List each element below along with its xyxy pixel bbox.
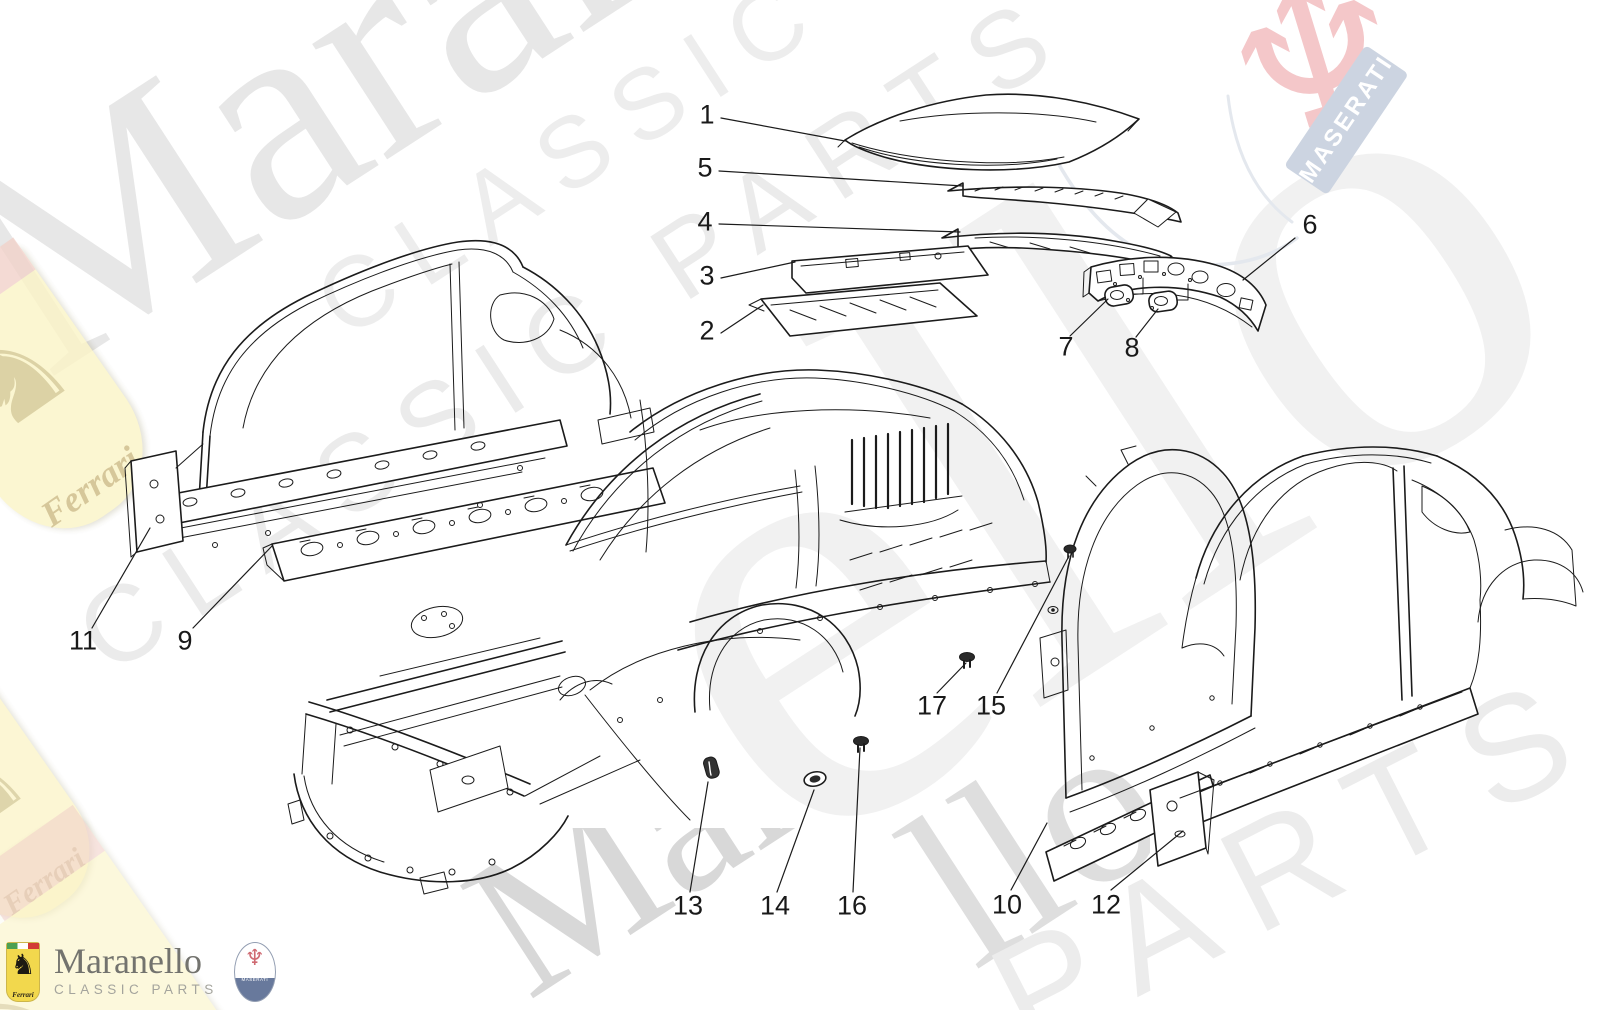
part-callout-1: 1 (699, 99, 715, 130)
maserati-oval-logo: ♆ MASERATI (233, 942, 276, 1002)
part-16-bolt (853, 736, 869, 753)
prancing-horse-icon: ♞ (10, 949, 36, 980)
part-callout-2: 2 (699, 315, 715, 346)
maserati-wordmark: MASERATI (241, 977, 269, 982)
part-15-bolt (1063, 544, 1077, 559)
part-callout-8: 8 (1124, 332, 1140, 363)
part-callout-6: 6 (1302, 209, 1318, 240)
part-callout-9: 9 (177, 625, 193, 656)
roof-and-trim-group (748, 93, 1267, 337)
ferrari-shield-logo: ♞ Ferrari (6, 942, 40, 1002)
part-14-grommet (803, 770, 827, 788)
trident-icon: ♆ (244, 946, 265, 971)
ferrari-wordmark: Ferrari (12, 991, 34, 999)
part-5-roof-rail (947, 182, 1182, 228)
part-13-plug (703, 756, 720, 779)
left-bodyside-assembly (124, 239, 666, 582)
fasteners (703, 544, 1077, 788)
part-callout-10: 10 (991, 889, 1023, 920)
part-7-gasket (1104, 284, 1135, 307)
brand-wordmark: Maranello (54, 941, 202, 981)
leader-lines (91, 117, 1296, 893)
part-callout-16: 16 (836, 890, 868, 921)
part-callout-5: 5 (697, 152, 713, 183)
part-2-trim-panel (748, 282, 978, 337)
part-callout-17: 17 (916, 690, 948, 721)
logo-text-block: Maranello CLASSIC PARTS (54, 942, 218, 997)
part-callout-7: 7 (1058, 331, 1074, 362)
brand-tagline: CLASSIC PARTS (54, 982, 218, 997)
part-callout-11: 11 (68, 625, 98, 656)
part-callout-12: 12 (1090, 889, 1122, 920)
part-17-bolt (959, 652, 975, 669)
central-bodyshell (287, 369, 1051, 895)
part-3-trim-panel (791, 245, 989, 294)
part-callout-15: 15 (975, 690, 1007, 721)
part-1-roof-panel (837, 93, 1140, 171)
part-callout-3: 3 (699, 260, 715, 291)
part-8-gasket (1148, 290, 1179, 313)
maranello-classic-parts-logo: ♞ Ferrari Maranello CLASSIC PARTS ♆ MASE… (6, 942, 276, 1006)
italian-stripes (7, 943, 39, 949)
part-callout-13: 13 (672, 890, 704, 921)
right-inner-side-panel (1039, 445, 1257, 882)
right-outer-side-panel (1149, 446, 1584, 867)
part-9-sill-plate (262, 467, 666, 582)
part-callout-14: 14 (759, 890, 791, 921)
part-callout-4: 4 (697, 206, 713, 237)
